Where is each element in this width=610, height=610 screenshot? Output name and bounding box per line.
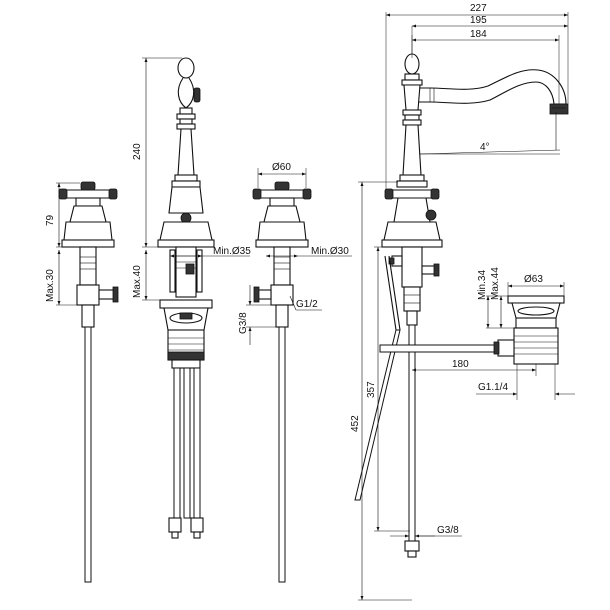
- handle-valve-right: Ø60 Min.Ø30 G1/2 G3/8: [238, 162, 352, 583]
- dim-240: 240: [132, 143, 143, 160]
- handle-valve-left: 79 Max.30: [45, 181, 119, 583]
- popup-waste: Ø63 Min.34 Max.44 180 G1.1/4: [412, 267, 575, 400]
- dim-min34: Min.34: [477, 270, 488, 300]
- dim-184: 184: [470, 29, 487, 40]
- dim-g38-a: G3/8: [238, 312, 249, 334]
- dim-227: 227: [470, 3, 487, 14]
- dim-357: 357: [366, 381, 377, 398]
- dim-dia63: Ø63: [524, 274, 543, 285]
- dim-79: 79: [45, 214, 56, 226]
- dim-g114: G1.1/4: [478, 382, 508, 393]
- dim-min35: Min.Ø35: [213, 246, 251, 257]
- dim-max30: Max.30: [45, 269, 56, 302]
- dim-min30: Min.Ø30: [311, 246, 349, 257]
- dim-g38-b: G3/8: [437, 525, 459, 536]
- dim-195: 195: [470, 15, 487, 26]
- dim-452: 452: [350, 415, 361, 432]
- dim-g12: G1/2: [296, 299, 318, 310]
- dim-max44: Max.44: [490, 267, 501, 300]
- dim-max40: Max.40: [132, 265, 143, 298]
- dim-4deg: 4°: [480, 142, 490, 153]
- spout-side-view: 227 195 184 4° 357 452 G3/8: [350, 3, 569, 601]
- spout-front-view: 240 Max.40 Min.Ø35: [132, 57, 251, 539]
- dim-dia60: Ø60: [272, 162, 291, 173]
- dim-180: 180: [452, 359, 469, 370]
